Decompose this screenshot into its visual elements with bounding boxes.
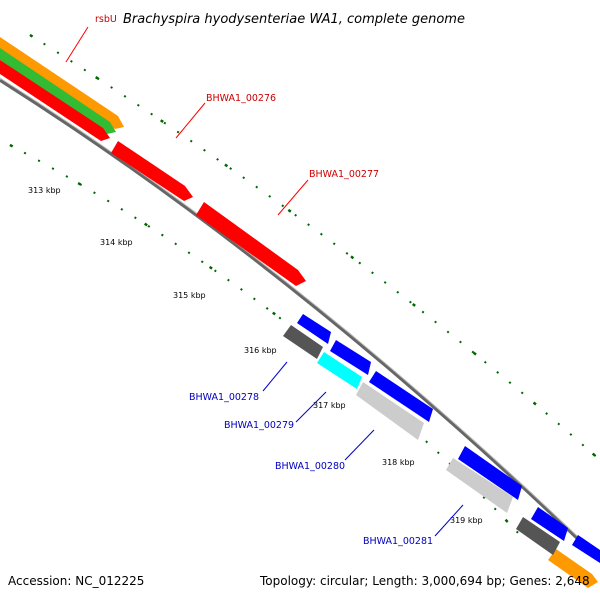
forward-strand-genes bbox=[0, 37, 598, 588]
kbp-label-317: 317 kbp bbox=[313, 401, 346, 410]
outer-tick-ring bbox=[29, 34, 600, 461]
kbp-label-316: 316 kbp bbox=[244, 346, 277, 355]
gene-label-bhwa1-00276[interactable]: BHWA1_00276 bbox=[206, 93, 276, 104]
gene-labels: rsbU BHWA1_00276 BHWA1_00277 BHWA1_00278… bbox=[95, 14, 433, 547]
gene-arrow-bhwa1-00280[interactable] bbox=[356, 382, 424, 440]
gene-label-bhwa1-00280[interactable]: BHWA1_00280 bbox=[275, 461, 345, 472]
genome-backbone-highlight bbox=[0, 77, 600, 559]
gene-label-bhwa1-00277[interactable]: BHWA1_00277 bbox=[309, 169, 379, 180]
gene-arrow-green bbox=[0, 48, 116, 134]
leader-00280 bbox=[344, 429, 375, 461]
leader-00281 bbox=[434, 504, 464, 537]
outer-tick-ring-major bbox=[29, 33, 600, 461]
kbp-label-315: 315 kbp bbox=[173, 291, 206, 300]
gene-arrow-gray-end bbox=[516, 517, 560, 555]
leader-00278 bbox=[262, 361, 288, 392]
gene-arrow-bhwa1-00276[interactable] bbox=[111, 141, 193, 201]
gene-arrow-rsbu[interactable] bbox=[0, 60, 110, 141]
gene-label-bhwa1-00281[interactable]: BHWA1_00281 bbox=[363, 536, 433, 547]
leader-00277 bbox=[277, 179, 309, 216]
leader-lines bbox=[65, 26, 464, 537]
gene-arrow-bhwa1-00278[interactable] bbox=[283, 325, 323, 359]
accession-text: Accession: NC_012225 bbox=[8, 574, 144, 588]
gene-arrow-blue-2 bbox=[330, 340, 371, 375]
gene-arrow-bhwa1-00279[interactable] bbox=[317, 352, 362, 389]
map-title: Brachyspira hyodysenteriae WA1, complete… bbox=[123, 12, 465, 27]
reverse-strand-genes bbox=[283, 314, 600, 563]
leader-00276 bbox=[175, 102, 206, 139]
gene-arrow-bhwa1-00281[interactable] bbox=[446, 458, 513, 513]
kbp-scale: 313 kbp 314 kbp 315 kbp 316 kbp 317 kbp … bbox=[28, 186, 483, 525]
gene-arrow-bhwa1-00277[interactable] bbox=[196, 202, 306, 286]
leader-00279 bbox=[295, 391, 327, 423]
gene-arrow-blue-6 bbox=[572, 535, 600, 563]
gene-arrow-orange bbox=[0, 37, 124, 129]
inner-tick-ring-major bbox=[9, 143, 521, 536]
gene-label-bhwa1-00279[interactable]: BHWA1_00279 bbox=[224, 420, 294, 431]
gene-label-bhwa1-00278[interactable]: BHWA1_00278 bbox=[189, 392, 259, 403]
inner-tick-ring bbox=[9, 144, 521, 536]
kbp-label-319: 319 kbp bbox=[450, 516, 483, 525]
genome-backbone bbox=[0, 78, 600, 562]
leader-rsbu bbox=[65, 26, 89, 63]
gene-arrow-blue-5 bbox=[531, 507, 568, 541]
kbp-label-314: 314 kbp bbox=[100, 238, 133, 247]
kbp-label-318: 318 kbp bbox=[382, 458, 415, 467]
gene-arrow-blue-4 bbox=[458, 446, 522, 500]
genome-summary: Topology: circular; Length: 3,000,694 bp… bbox=[259, 574, 590, 588]
kbp-label-313: 313 kbp bbox=[28, 186, 61, 195]
gene-arrow-orange-end bbox=[548, 549, 598, 588]
gene-arrow-blue-3 bbox=[369, 371, 433, 422]
gene-arrow-blue-1 bbox=[297, 314, 331, 344]
gene-label-rsbu[interactable]: rsbU bbox=[95, 14, 117, 25]
